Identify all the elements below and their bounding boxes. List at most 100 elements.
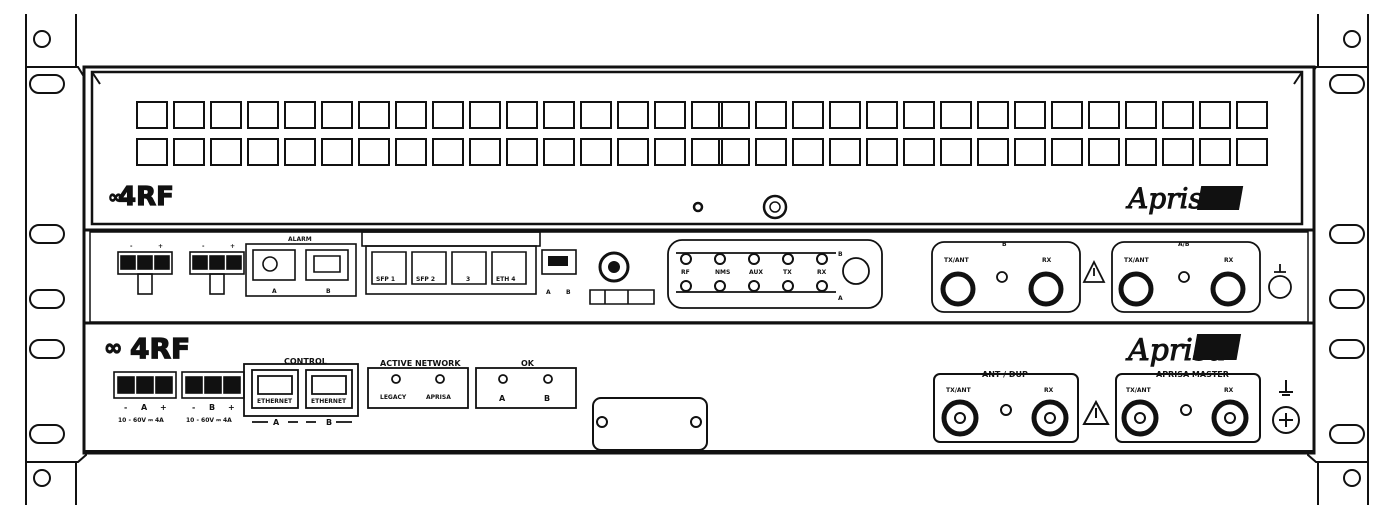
upper-eth-port-4[interactable] <box>491 251 527 285</box>
upper-rf-group-a <box>1111 241 1292 313</box>
lower-ok-led-a <box>498 374 508 384</box>
lower-power-connector-a[interactable] <box>113 371 177 399</box>
upper-warning-icon <box>1082 259 1106 283</box>
lower-ground-icon <box>1279 380 1293 396</box>
upper-ground-terminal[interactable] <box>1268 275 1292 299</box>
vent-slot <box>755 101 787 129</box>
lower-control-port-b-label: ETHERNET <box>311 398 347 405</box>
lower-blank-plate <box>592 397 708 451</box>
lower-logo-mark: ∞ <box>104 336 122 361</box>
lower-master-tx-connector[interactable] <box>1121 399 1159 437</box>
upper-eth-label-2: SFP 2 <box>416 276 435 283</box>
lower-ok-group <box>475 367 577 409</box>
upper-led-label: RF <box>681 269 690 276</box>
lower-control-a: A <box>273 418 280 427</box>
upper-power-sign-2: + <box>158 243 163 250</box>
upper-lock-knob-inner <box>769 201 781 213</box>
vent-slot <box>469 138 501 166</box>
vent-slot <box>543 101 575 129</box>
upper-logo: 4RF <box>118 182 174 212</box>
vent-slot <box>1014 101 1046 129</box>
lower-ant-dup-rx-label: RX <box>1044 387 1054 394</box>
lower-logo: 4RF <box>130 332 190 365</box>
upper-rf-a-rx-label: RX <box>1224 257 1234 264</box>
vent-slot <box>284 101 316 129</box>
upper-service-button[interactable] <box>842 257 870 285</box>
upper-alarm-port-a[interactable] <box>252 249 296 281</box>
upper-rf-b-rx-connector[interactable] <box>1028 271 1064 307</box>
upper-rf-a-tx-label: TX/ANT <box>1124 257 1150 264</box>
vent-slot <box>903 138 935 166</box>
upper-led <box>816 253 828 265</box>
upper-rf-a-rx-connector[interactable] <box>1210 271 1246 307</box>
vent-slot <box>321 101 353 129</box>
vent-slot <box>977 101 1009 129</box>
upper-led <box>748 280 760 292</box>
upper-eth-port-1[interactable] <box>371 251 407 285</box>
upper-led-side-b: B <box>838 251 843 258</box>
vent-slot <box>1051 101 1083 129</box>
upper-alarm-port-b[interactable] <box>305 249 349 281</box>
vent-slot <box>136 138 168 166</box>
upper-power-sign-1: - <box>130 243 133 250</box>
lower-ground-terminal[interactable] <box>1272 406 1300 434</box>
vent-slot <box>210 138 242 166</box>
vent-slot <box>173 101 205 129</box>
upper-led <box>748 253 760 265</box>
lower-warning-icon <box>1082 399 1110 425</box>
vent-slot <box>321 138 353 166</box>
lower-control-port-a[interactable] <box>251 369 299 409</box>
upper-eth-port-2[interactable] <box>411 251 447 285</box>
vent-slot <box>940 101 972 129</box>
lower-control-port-b[interactable] <box>305 369 353 409</box>
lower-aprisa-label: APRISA <box>426 394 451 401</box>
rack-ear-right <box>1307 14 1369 505</box>
upper-brand-badge: SR+ <box>1262 193 1290 207</box>
lower-master-rx-label: RX <box>1224 387 1234 394</box>
vent-slot <box>1125 138 1157 166</box>
vent-slot <box>903 101 935 129</box>
upper-power-connector-a[interactable] <box>117 251 173 295</box>
vent-slot <box>718 101 750 129</box>
lower-ant-dup-tx-connector[interactable] <box>941 399 979 437</box>
lower-control-port-a-label: ETHERNET <box>257 398 293 405</box>
lower-control-b: B <box>326 418 332 427</box>
vent-slot <box>432 101 464 129</box>
upper-usb-port[interactable] <box>541 249 577 275</box>
vent-slot <box>432 138 464 166</box>
vent-slot <box>1051 138 1083 166</box>
upper-rotary-switch[interactable] <box>598 251 630 283</box>
lower-power-a-minus: - <box>124 403 127 412</box>
upper-power-sign-3: - <box>202 243 205 250</box>
lower-ant-dup-rx-connector[interactable] <box>1031 399 1069 437</box>
upper-eth-port-3[interactable] <box>451 251 487 285</box>
vent-slot <box>866 138 898 166</box>
upper-alarm-label: ALARM <box>288 236 312 243</box>
lower-power-a-rating: 10 - 60V ⎓ 4A <box>118 417 164 424</box>
lower-plate-screw-right <box>690 416 702 428</box>
lower-master-rx-connector[interactable] <box>1211 399 1249 437</box>
upper-power-connector-b[interactable] <box>189 251 245 295</box>
upper-rf-a-tx-connector[interactable] <box>1118 271 1154 307</box>
vent-slot <box>1162 101 1194 129</box>
upper-led-label: AUX <box>749 269 763 276</box>
vent-slot <box>1199 138 1231 166</box>
upper-led-bank <box>667 239 883 309</box>
upper-eth-label-3: 3 <box>466 276 470 283</box>
upper-rf-b-tx-label: TX/ANT <box>944 257 970 264</box>
lower-ok-led-b <box>543 374 553 384</box>
upper-rf-b-tx-connector[interactable] <box>940 271 976 307</box>
upper-ground-icon <box>1274 264 1286 273</box>
upper-lock-knob[interactable] <box>762 194 788 220</box>
vent-slot <box>691 138 723 166</box>
upper-led <box>782 280 794 292</box>
vent-slot <box>755 138 787 166</box>
upper-rf-group-b <box>931 241 1081 313</box>
lower-ok-b: B <box>544 394 550 403</box>
vent-slot <box>654 101 686 129</box>
vent-slot <box>358 138 390 166</box>
vent-slot <box>210 101 242 129</box>
vent-slot <box>654 138 686 166</box>
upper-rf-a-title: A/B <box>1178 241 1190 248</box>
